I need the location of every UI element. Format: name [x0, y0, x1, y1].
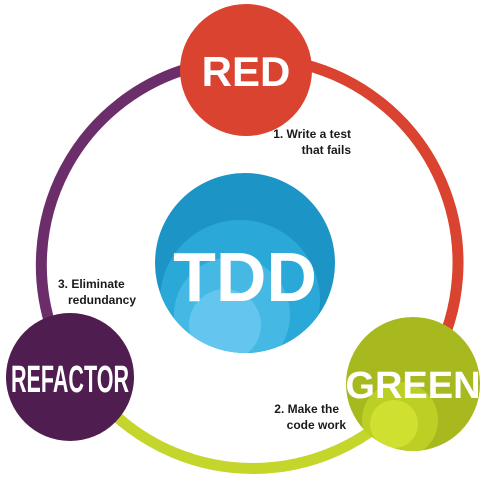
- red-label: RED: [202, 48, 291, 95]
- step-3-line-2: redundancy: [68, 293, 136, 307]
- step-2-line-1: 2. Make the: [274, 402, 339, 416]
- step-1-line-2: that fails: [302, 143, 352, 157]
- step-1-annotation: 1. Write a test that fails: [273, 127, 351, 157]
- step-1-line-1: 1. Write a test: [273, 127, 351, 141]
- red-node: RED: [180, 4, 312, 136]
- step-2-line-2: code work: [287, 418, 347, 432]
- tdd-center-circle: TDD: [155, 173, 335, 353]
- refactor-node: REFACTOR: [6, 313, 134, 441]
- step-3-line-1: 3. Eliminate: [58, 277, 125, 291]
- green-node: GREEN: [345, 317, 481, 451]
- refactor-label: REFACTOR: [11, 359, 129, 401]
- arc-refactor-to-red: [35, 62, 196, 337]
- tdd-label: TDD: [173, 238, 317, 316]
- green-label: GREEN: [345, 365, 480, 407]
- arc-green-to-refactor: [104, 402, 404, 474]
- step-3-annotation: 3. Eliminate redundancy: [58, 277, 136, 307]
- arc-red-to-green: [298, 58, 464, 368]
- step-2-annotation: 2. Make the code work: [274, 402, 346, 432]
